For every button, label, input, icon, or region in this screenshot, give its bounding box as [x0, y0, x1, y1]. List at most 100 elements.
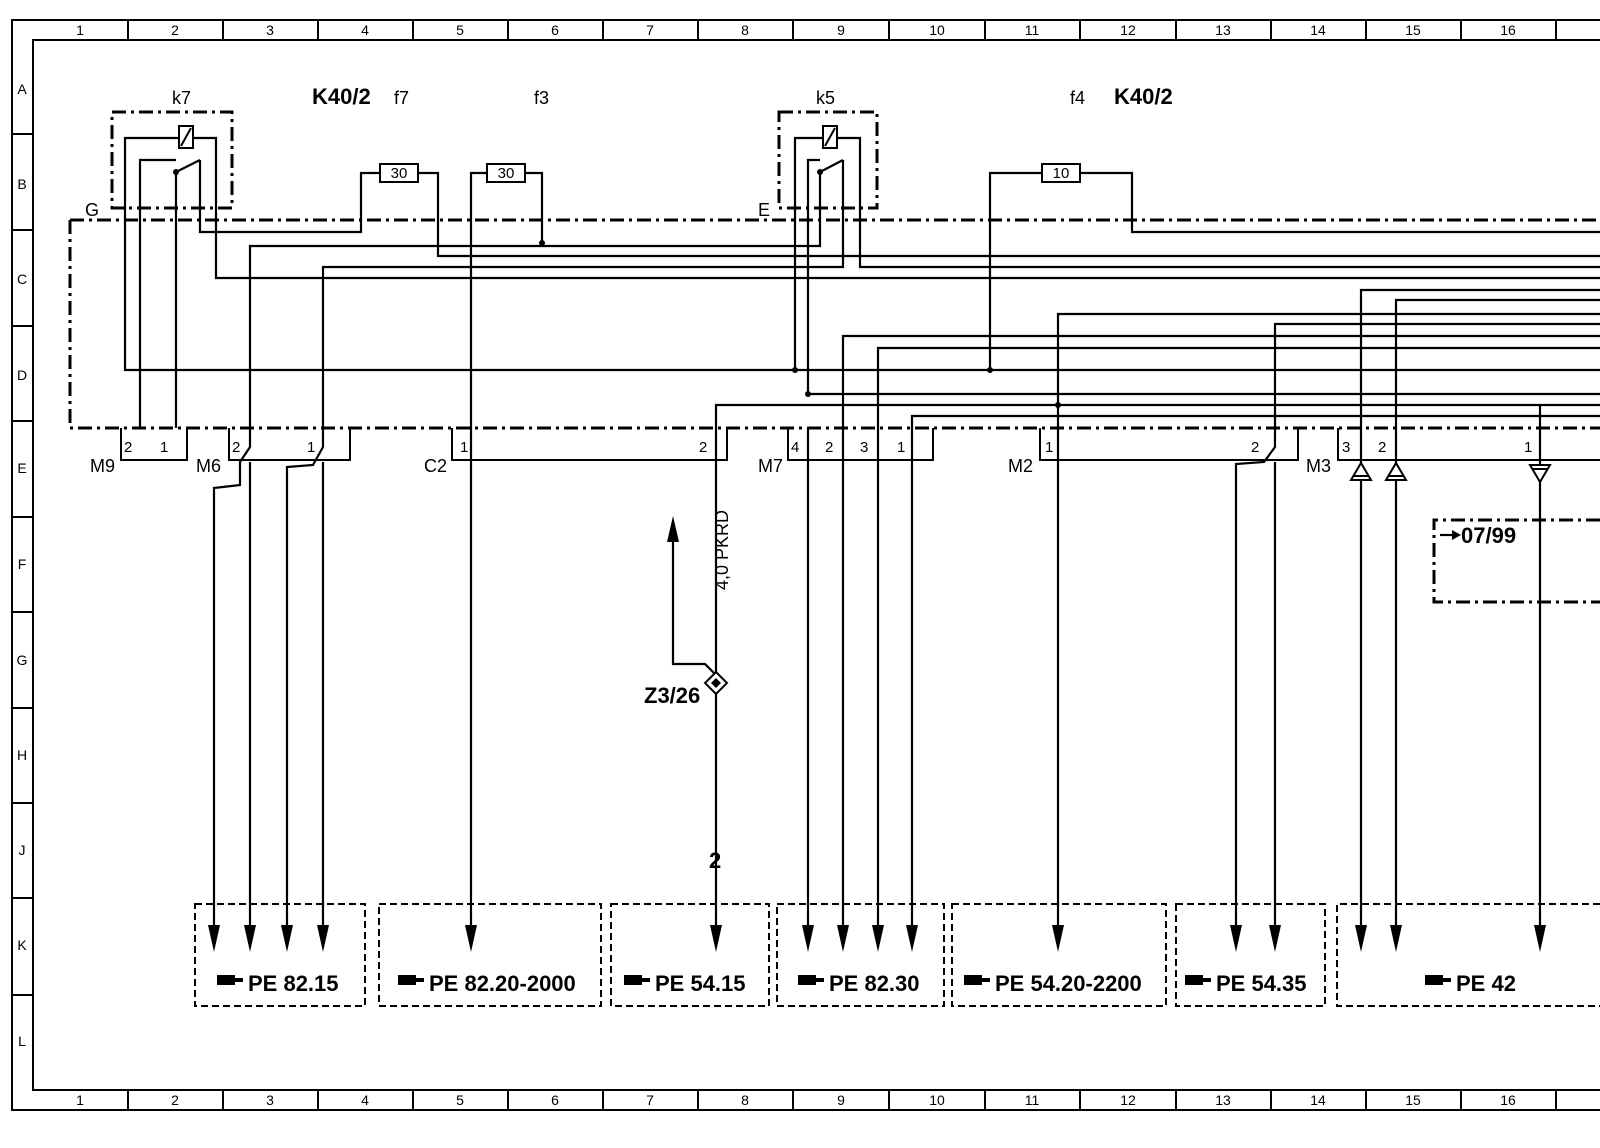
grid-row: E — [17, 460, 26, 476]
grid-column-ticks — [127, 20, 1557, 1110]
connector-e-label: E — [758, 200, 770, 220]
grid-row: J — [19, 842, 26, 858]
grid-row: F — [18, 556, 27, 572]
grid-col: 13 — [1215, 22, 1231, 38]
grid-row-ticks — [12, 133, 33, 996]
reference-box — [378, 903, 602, 1007]
grid-row: B — [17, 176, 26, 192]
grid-col: 10 — [929, 22, 945, 38]
grid-row: L — [18, 1033, 26, 1049]
reference-boxes — [194, 903, 1600, 1007]
pin: 1 — [897, 439, 905, 456]
pin: 2 — [124, 439, 132, 456]
fuse-f4-label: f4 — [1070, 88, 1085, 108]
reference-link-4[interactable]: PE 82.30 — [829, 971, 920, 996]
date-note-box: 07/99 — [1432, 518, 1600, 604]
module-label-left: K40/2 — [312, 84, 371, 109]
date-note-text: 07/99 — [1461, 523, 1516, 548]
pointing-hand-icon — [1185, 975, 1211, 985]
fuse-f7-label: f7 — [394, 88, 409, 108]
connector-m2-label: M2 — [1008, 456, 1033, 476]
fuse-f4-rating: 10 — [1053, 165, 1070, 182]
reference-link-3[interactable]: PE 54.15 — [655, 971, 746, 996]
connector-m3-label: M3 — [1306, 456, 1331, 476]
reference-box — [610, 903, 770, 1007]
grid-col: 2 — [171, 22, 179, 38]
pin: 3 — [860, 439, 868, 456]
fuse-f3-label: f3 — [534, 88, 549, 108]
connector-m6: 2 1 — [228, 428, 351, 461]
pin: 1 — [1045, 439, 1053, 456]
fuse-f4: 10 — [988, 163, 1134, 220]
external-wiring — [212, 428, 1542, 930]
pin: 1 — [460, 439, 468, 456]
fuse-f7-rating: 30 — [391, 165, 408, 182]
connector-m9: 2 1 — [120, 428, 188, 461]
connector-m9-label: M9 — [90, 456, 115, 476]
grid-row: H — [17, 747, 27, 763]
fuse-f3: 30 — [469, 163, 544, 220]
connector-c2-label: C2 — [424, 456, 447, 476]
connector-m3: 3 2 1 — [1337, 428, 1600, 461]
relay-k7-label: k7 — [172, 88, 191, 108]
reference-link-7[interactable]: PE 42 — [1456, 971, 1516, 996]
module-outline — [68, 218, 1600, 430]
pointing-hand-icon — [964, 975, 990, 985]
grid-col: 12 — [1120, 22, 1136, 38]
grid-row-labels: A B C D E F G H J K L — [17, 81, 28, 1049]
arrowheads — [208, 925, 1546, 952]
reference-link-5[interactable]: PE 54.20-2200 — [995, 971, 1142, 996]
relay-k5 — [777, 110, 879, 220]
grid-column-labels-top: 1 2 3 4 5 6 7 8 9 10 11 12 13 14 15 16 — [76, 22, 1516, 38]
pointing-hand-icon — [398, 975, 424, 985]
ground-point-icon — [703, 670, 729, 696]
relay-k5-label: k5 — [816, 88, 835, 108]
wire-gauge-label: 4,0 PKRD — [712, 510, 732, 590]
grid-col: 12 — [1120, 1092, 1136, 1108]
module-label-right: K40/2 — [1114, 84, 1173, 109]
fuse-f3-rating: 30 — [498, 165, 515, 182]
pin: 3 — [1342, 439, 1350, 456]
pointing-hand-icon — [217, 975, 243, 985]
relay-k7 — [110, 110, 234, 220]
grid-col: 5 — [456, 1092, 464, 1108]
reference-box — [1175, 903, 1326, 1007]
inner-frame — [32, 39, 1600, 1091]
pointing-hand-icon — [624, 975, 650, 985]
reference-link-2[interactable]: PE 82.20-2000 — [429, 971, 576, 996]
reference-box — [776, 903, 945, 1007]
pin: 2 — [1378, 439, 1386, 456]
reference-box — [1336, 903, 1600, 1007]
grid-row: D — [17, 367, 27, 383]
connector-g-label: G — [85, 200, 99, 220]
connector-c2: 1 2 — [451, 428, 728, 461]
grid-col: 11 — [1025, 22, 1040, 38]
grid-col: 9 — [837, 22, 845, 38]
grid-col: 4 — [361, 1092, 369, 1108]
pin: 2 — [699, 439, 707, 456]
grid-col: 6 — [551, 22, 559, 38]
pointing-hand-icon — [798, 975, 824, 985]
connector-m2: 1 2 — [1039, 428, 1299, 461]
grid-col: 3 — [266, 1092, 274, 1108]
reference-link-1[interactable]: PE 82.15 — [248, 971, 339, 996]
grid-column-labels-bottom: 1 2 3 4 5 6 7 8 9 10 11 12 13 14 15 16 — [76, 1092, 1516, 1108]
grid-col: 3 — [266, 22, 274, 38]
grid-col: 8 — [741, 1092, 749, 1108]
ground-point-label: Z3/26 — [644, 683, 700, 708]
pin: 1 — [1524, 439, 1532, 456]
grid-col: 4 — [361, 22, 369, 38]
grid-col: 9 — [837, 1092, 845, 1108]
grid-col: 1 — [76, 1092, 84, 1108]
grid-col: 7 — [646, 22, 654, 38]
reference-link-6[interactable]: PE 54.35 — [1216, 971, 1307, 996]
grid-col: 15 — [1405, 1092, 1421, 1108]
grid-col: 14 — [1310, 22, 1326, 38]
grid-col: 8 — [741, 22, 749, 38]
grid-col: 14 — [1310, 1092, 1326, 1108]
connector-m7: 4 2 3 1 — [787, 428, 934, 461]
pin: 2 — [825, 439, 833, 456]
up-arrow-icon — [667, 516, 717, 676]
grid-col: 13 — [1215, 1092, 1231, 1108]
